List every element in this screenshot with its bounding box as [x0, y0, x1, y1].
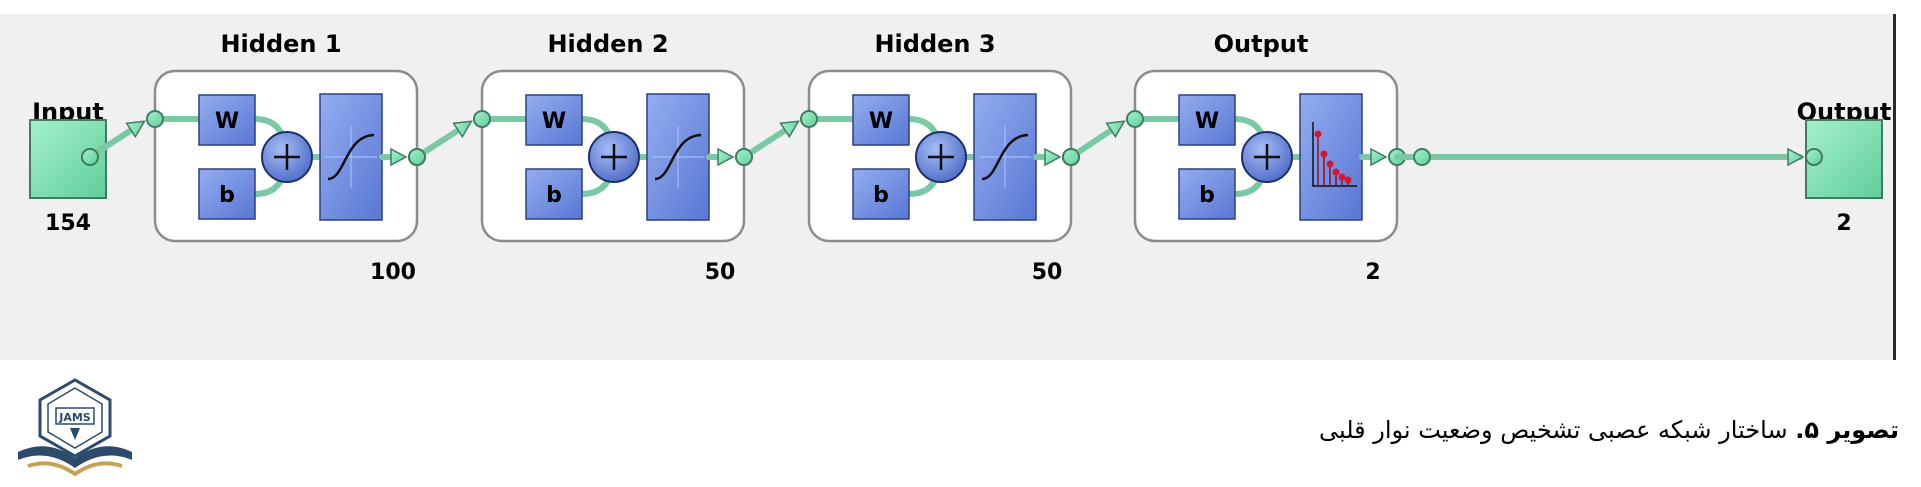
connector-node: [735, 148, 753, 166]
layer-input-node: [800, 110, 818, 128]
logo-text: JAMS: [58, 411, 91, 424]
input-node: Input 154: [29, 98, 107, 236]
bias-label: b: [219, 183, 235, 208]
caption-label: تصویر ۵.: [1795, 416, 1899, 444]
input-size: 154: [45, 211, 91, 236]
bias-label: b: [546, 183, 562, 208]
caption-text: ساختار شبکه عصبی تشخیص وضعیت نوار قلبی: [1318, 416, 1788, 444]
network-diagram: Input 154 Output 2 Hidden 1 Wb 100 Hidden 2…: [29, 30, 1892, 285]
output-node: Output 2: [1797, 98, 1892, 236]
connectors-group: [81, 120, 1823, 167]
layer-title: Hidden 2: [547, 30, 668, 58]
plus-icon: [601, 144, 627, 170]
plus-icon: [1254, 144, 1280, 170]
weight-label: W: [215, 109, 239, 134]
axes-icon: [325, 126, 377, 188]
softmax-block: [1299, 93, 1363, 221]
output-input-node: [1805, 148, 1823, 166]
softmax-icon: [1312, 122, 1357, 187]
layer-block-3: Hidden 3 Wb 50: [800, 30, 1080, 285]
layer-input-node: [1126, 110, 1144, 128]
layer-output-node: [1413, 148, 1431, 166]
tansig-icon: [654, 133, 702, 181]
plus-icon: [274, 144, 300, 170]
axes-icon: [652, 126, 704, 188]
layer-input-node: [473, 110, 491, 128]
jams-logo: JAMS: [12, 374, 138, 484]
layer-block-1: Hidden 1 Wb 100: [146, 30, 426, 285]
plus-icon: [928, 144, 954, 170]
connector-node: [408, 148, 426, 166]
bias-block: [1178, 168, 1236, 220]
layer-title: Hidden 3: [874, 30, 995, 58]
bias-block: [198, 168, 256, 220]
arrow-head-icon: [1105, 120, 1126, 139]
arrow-head-icon: [390, 147, 408, 167]
arrow-head-icon: [452, 120, 473, 139]
arrow-head-icon: [1044, 147, 1062, 167]
bias-block: [852, 168, 910, 220]
layer-block-2: Hidden 2 Wb 50: [473, 30, 753, 285]
layer-size: 50: [705, 260, 736, 285]
tansig-icon: [981, 133, 1029, 181]
weight-label: W: [542, 109, 566, 134]
figure-caption: تصویر ۵. ساختار شبکه عصبی تشخیص وضعیت نو…: [1319, 416, 1899, 444]
layer-title: Output: [1214, 30, 1309, 58]
layer-size: 50: [1032, 260, 1063, 285]
connector-node: [1062, 148, 1080, 166]
tansig-icon: [327, 133, 375, 181]
output-size: 2: [1836, 211, 1851, 236]
arrow-head-icon: [1370, 147, 1388, 167]
weight-label: W: [869, 109, 893, 134]
arrow-head-icon: [125, 120, 146, 139]
layer-title: Hidden 1: [220, 30, 341, 58]
input-output-node: [81, 148, 99, 166]
weight-block: [525, 94, 583, 146]
arrow-head-icon: [1787, 147, 1805, 167]
bias-label: b: [873, 183, 889, 208]
weight-label: W: [1195, 109, 1219, 134]
weight-block: [198, 94, 256, 146]
arrow-head-icon: [717, 147, 735, 167]
arrow-head-icon: [779, 120, 800, 139]
axes-icon: [979, 126, 1031, 188]
layers-group: Hidden 1 Wb 100 Hidden 2 Wb 50 Hidden 3 Wb 50 Out…: [146, 30, 1406, 285]
weight-block: [1178, 94, 1236, 146]
bias-label: b: [1199, 183, 1215, 208]
layer-input-node: [146, 110, 164, 128]
layer-size: 2: [1365, 260, 1380, 285]
layer-size: 100: [370, 260, 416, 285]
weight-block: [852, 94, 910, 146]
bias-block: [525, 168, 583, 220]
